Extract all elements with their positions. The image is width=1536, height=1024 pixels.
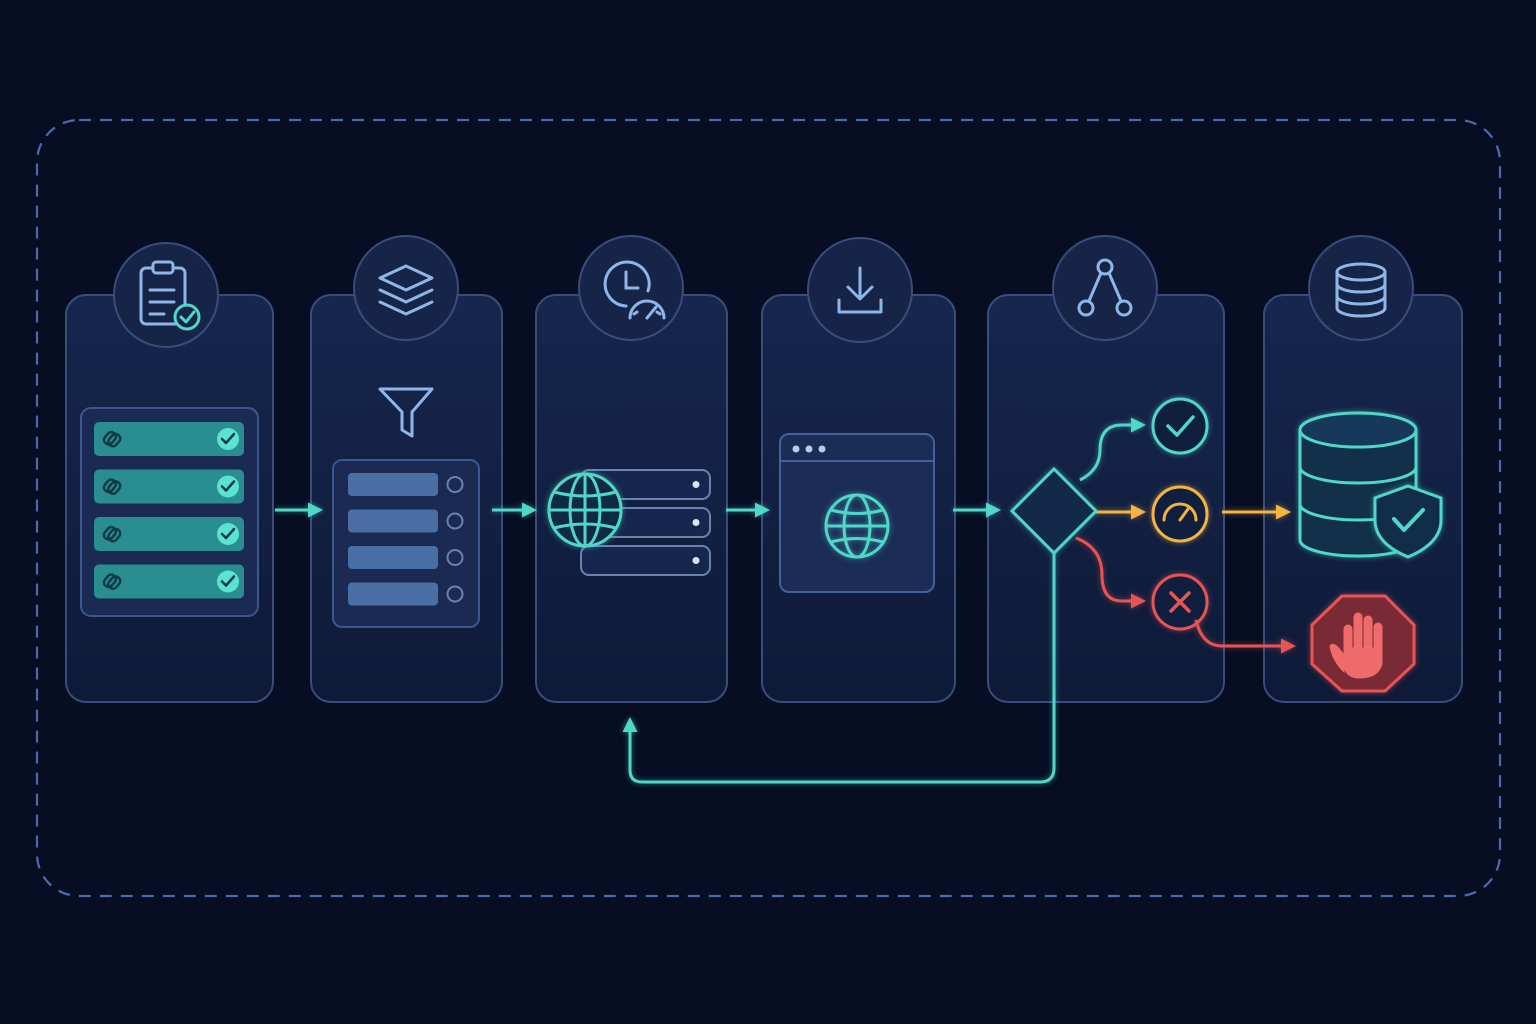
link-list (94, 422, 244, 599)
server-led (692, 519, 700, 526)
link-list-container (80, 407, 259, 617)
status-dot (446, 585, 464, 603)
check-circle-icon (1151, 397, 1209, 455)
check-badge-icon (217, 570, 239, 593)
stage-4-panel (761, 237, 956, 703)
browser-window (779, 433, 935, 593)
stage-2-header-badge (353, 235, 459, 341)
globe-icon (547, 472, 623, 548)
check-badge-icon (217, 475, 239, 498)
stage-3-panel (535, 235, 728, 703)
queue-list (348, 473, 464, 606)
branch-path-fail (1075, 536, 1146, 609)
gauge-icon (1151, 485, 1209, 543)
stage-1-panel (65, 242, 274, 703)
clock-speed-icon (603, 260, 666, 320)
link-icon (102, 573, 122, 591)
stop-hand-icon (1310, 594, 1416, 693)
queue-item (348, 582, 464, 606)
filter-icon (378, 387, 434, 438)
database-icon (1335, 262, 1387, 318)
layers-icon (378, 264, 434, 316)
link-list-item (94, 564, 244, 599)
x-circle-icon (1151, 573, 1209, 631)
stage-6-header-badge (1308, 235, 1414, 341)
arrow-fail-to-stop (1194, 619, 1296, 654)
queue-item (348, 509, 464, 533)
link-icon (102, 478, 122, 496)
server-unit (580, 545, 711, 576)
server-led (692, 481, 700, 488)
status-dot (446, 549, 464, 566)
check-badge-icon (217, 428, 239, 450)
check-badge-icon (217, 523, 239, 545)
stage-2-panel (310, 235, 503, 703)
link-list-item (94, 422, 244, 456)
stage-6-panel (1263, 235, 1463, 703)
server-led (692, 557, 700, 564)
status-dot (446, 476, 464, 493)
link-icon (102, 430, 122, 448)
queue-item (348, 546, 464, 569)
branch-icon (1077, 258, 1133, 317)
branch-path-success (1079, 417, 1146, 482)
link-icon (102, 525, 122, 543)
stage-5-header-badge (1052, 235, 1158, 341)
stage-1-header-badge (113, 242, 219, 348)
status-dot (446, 512, 464, 530)
browser-globe-icon (824, 493, 890, 559)
shield-check-icon (1373, 484, 1443, 559)
link-list-item (94, 517, 244, 551)
download-icon (837, 266, 883, 314)
link-list-item (94, 469, 244, 504)
clipboard-check-icon (139, 260, 201, 331)
dashed-frame (35, 118, 1502, 898)
stage-5-panel (987, 235, 1225, 703)
queue-item (348, 473, 464, 496)
retry-loop-arrow (622, 553, 1056, 784)
